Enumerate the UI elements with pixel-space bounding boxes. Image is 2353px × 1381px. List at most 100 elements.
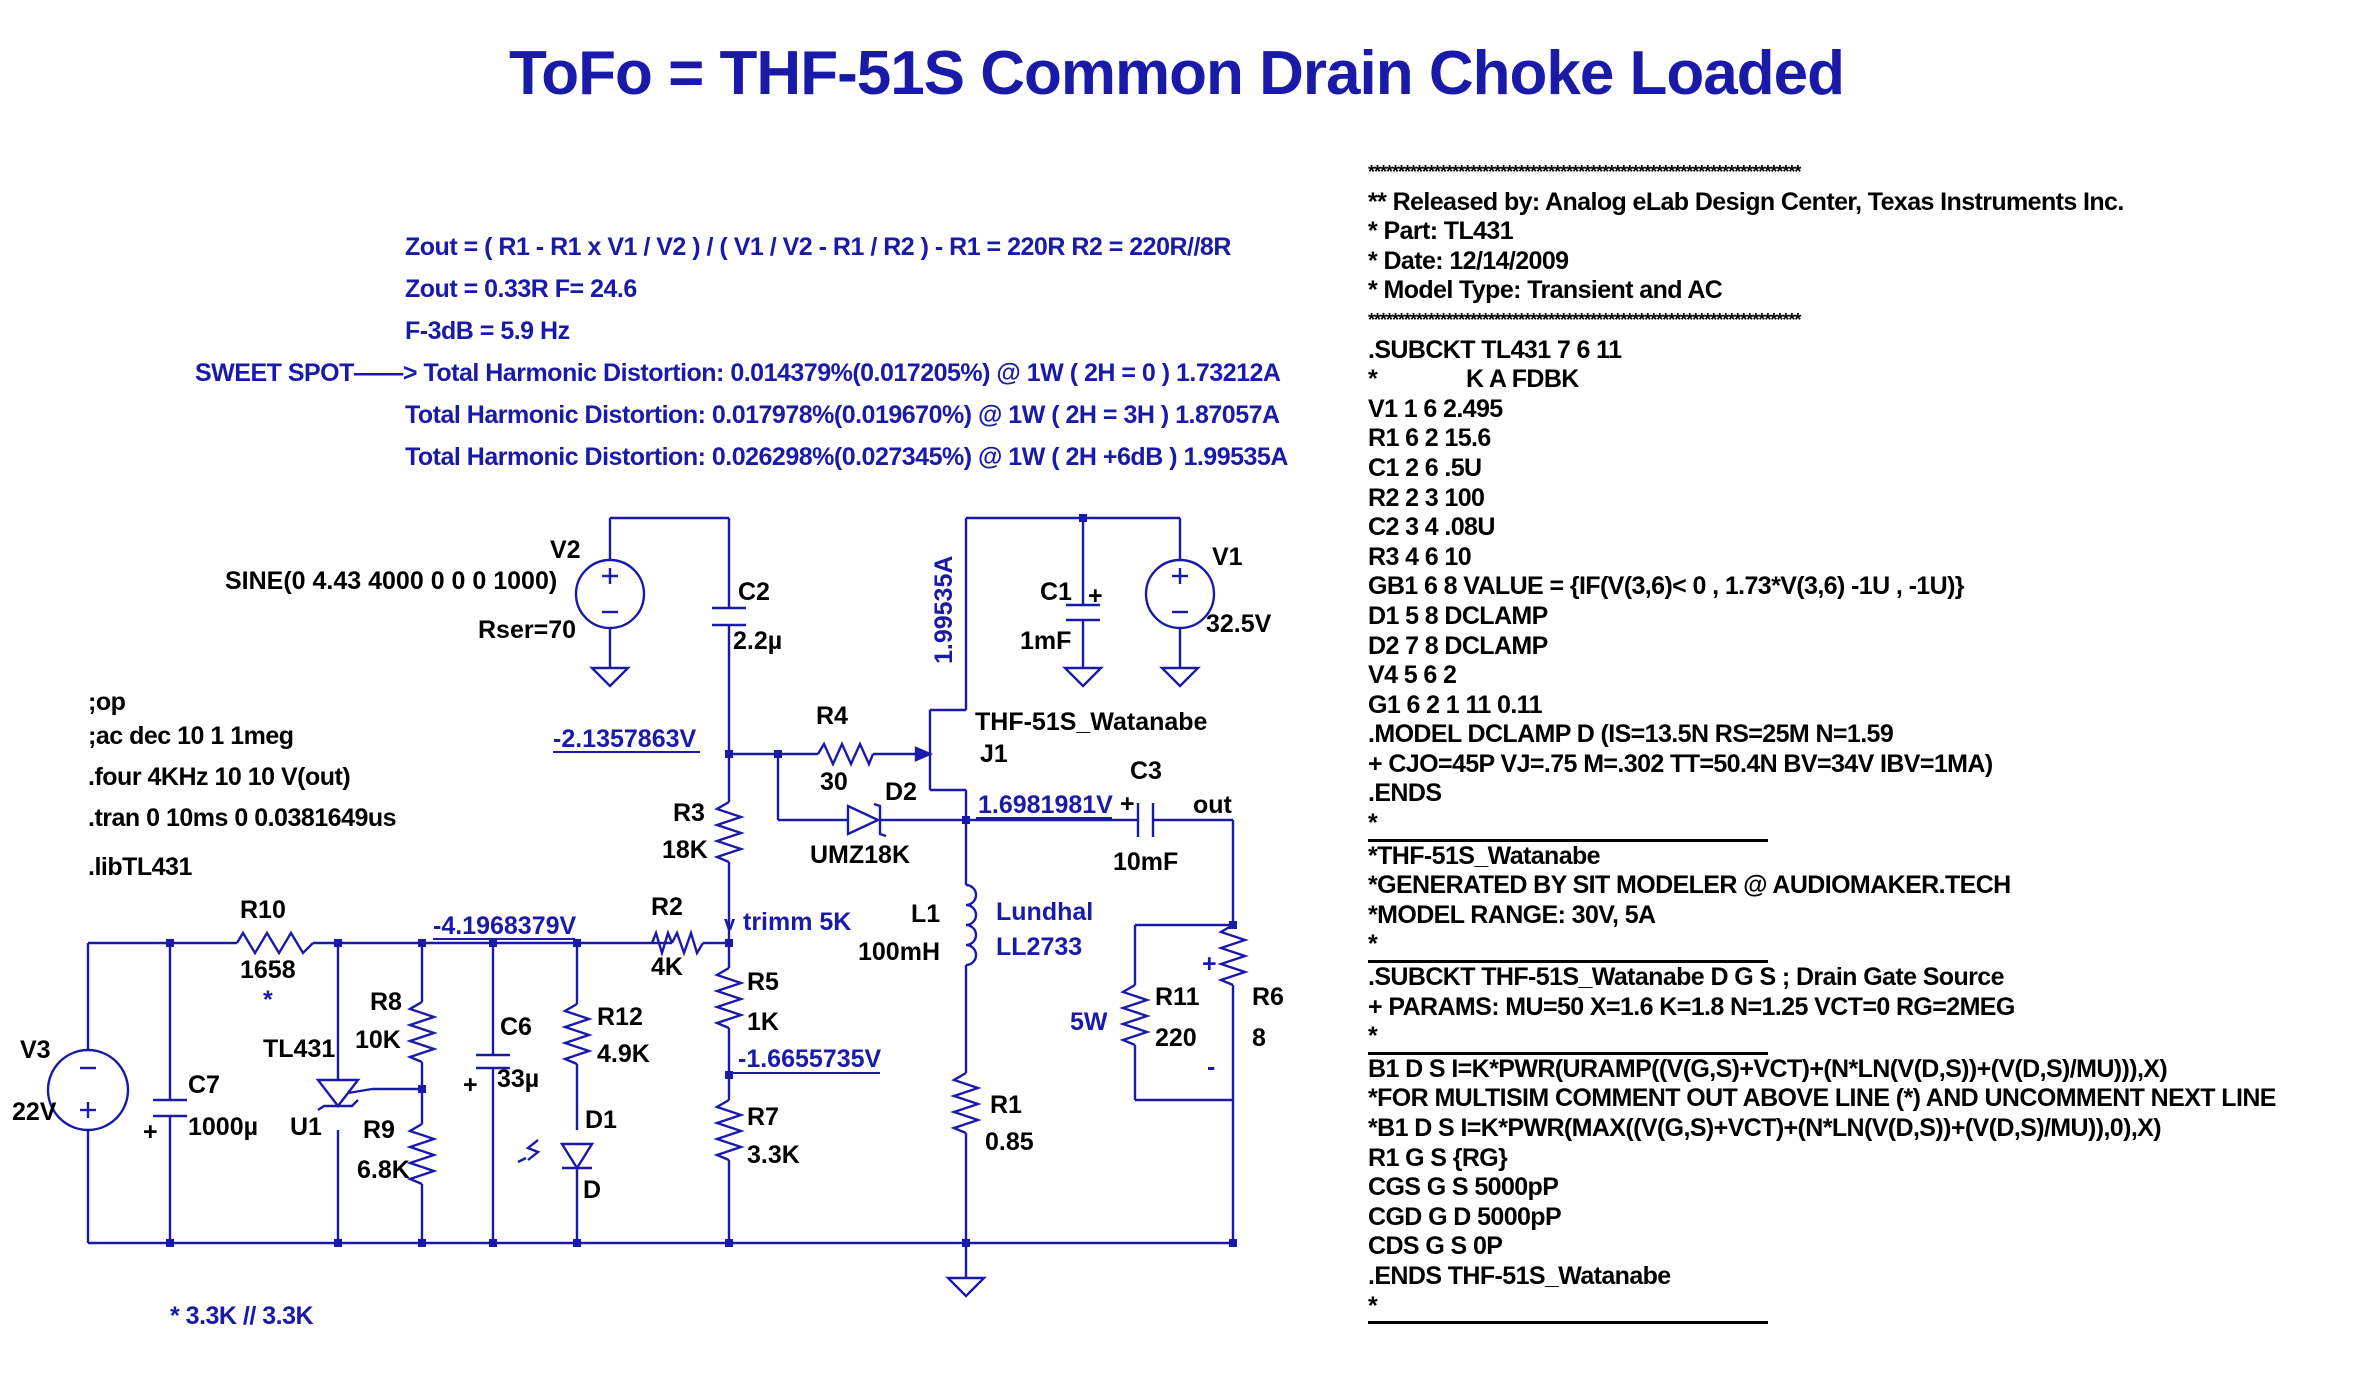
- c6-name: C6: [500, 1013, 532, 1041]
- resistor-r12: [561, 1002, 593, 1066]
- r6-name: R6: [1252, 983, 1284, 1011]
- node-source-voltage: 1.6981981V: [978, 791, 1113, 819]
- l1-model: LL2733: [996, 933, 1082, 961]
- netlist-line: ** Released by: Analog eLab Design Cente…: [1368, 187, 2124, 216]
- resistor-r7: [713, 1098, 745, 1162]
- netlist-line: .MODEL DCLAMP D (IS=13.5N RS=25M N=1.59: [1368, 720, 1894, 749]
- ground-icon: [945, 1276, 987, 1298]
- resistor-r6: [1217, 923, 1249, 987]
- c3-name: C3: [1130, 757, 1162, 785]
- v1-name: V1: [1212, 543, 1243, 571]
- netlist-line: B1 D S I=K*PWR(URAMP((V(G,S)+VCT)+(N*LN(…: [1368, 1054, 2168, 1083]
- netlist-line: + CJO=45P VJ=.75 M=.302 TT=50.4N BV=34V …: [1368, 749, 1993, 778]
- c1-plus: +: [1088, 582, 1103, 610]
- r4-name: R4: [816, 702, 848, 730]
- node-gate-voltage: -2.1357863V: [553, 725, 697, 753]
- netlist-line: GB1 6 8 VALUE = {IF(V(3,6)< 0 , 1.73*V(3…: [1368, 572, 1965, 601]
- inductor-l1: [965, 883, 978, 967]
- v3-name: V3: [20, 1036, 51, 1064]
- netlist-line: V4 5 6 2: [1368, 661, 1457, 690]
- sources: [46, 558, 1216, 1132]
- r12-value: 4.9K: [597, 1040, 650, 1068]
- netlist-line: * Date: 12/14/2009: [1368, 246, 1569, 275]
- thd-line-3: Total Harmonic Distortion: 0.026298%(0.0…: [405, 443, 1288, 471]
- r7-value: 3.3K: [747, 1141, 800, 1169]
- netlist-line: *: [1368, 930, 1768, 964]
- netlist-line: R1 6 2 15.6: [1368, 424, 1491, 453]
- c6-value: 33µ: [497, 1065, 539, 1093]
- netlist-line: *B1 D S I=K*PWR(MAX((V(G,S)+VCT)+(N*LN(V…: [1368, 1114, 2162, 1142]
- junction-dots: [166, 514, 1237, 1247]
- r5-name: R5: [747, 968, 779, 996]
- d1-value: D: [583, 1176, 601, 1204]
- r3-value: 18K: [662, 836, 708, 864]
- resistor-r8: [406, 1000, 438, 1064]
- resistor-r5: [713, 966, 745, 1030]
- netlist-line: .ENDS: [1368, 779, 1442, 808]
- resistor-r4: [816, 741, 875, 768]
- d2-value: UMZ18K: [810, 841, 910, 869]
- spice-netlist: ****************************************…: [1368, 158, 2343, 1325]
- ground-icon: [589, 666, 631, 688]
- ground-icon: [1062, 666, 1104, 688]
- c2-name: C2: [738, 578, 770, 606]
- r8-value: 10K: [355, 1026, 401, 1054]
- blue-labels: -2.1357863V 1.6981981V -4.1968379V -1.66…: [263, 556, 1217, 1081]
- directive-four: .four 4KHz 10 10 V(out): [88, 763, 351, 791]
- j1-model: THF-51S_Watanabe: [975, 708, 1208, 736]
- v3-value: 22V: [12, 1098, 57, 1126]
- netlist-line: CDS G S 0P: [1368, 1232, 1503, 1261]
- resistor-r3: [713, 800, 745, 864]
- source-v2: [574, 558, 646, 630]
- directive-tran: .tran 0 10ms 0 0.0381649us: [88, 804, 397, 832]
- j1-name: J1: [980, 740, 1008, 768]
- netlist-line: R3 4 6 10: [1368, 542, 1472, 571]
- thd-line-2: Total Harmonic Distortion: 0.017978%(0.0…: [405, 401, 1280, 429]
- l1-brand: Lundhal: [996, 898, 1093, 926]
- r2-name: R2: [651, 893, 683, 921]
- ground-icon: [1159, 666, 1201, 688]
- r8-name: R8: [370, 988, 402, 1016]
- footnote: * 3.3K // 3.3K: [170, 1302, 314, 1330]
- r5-value: 1K: [747, 1008, 779, 1036]
- u1-model: TL431: [263, 1035, 335, 1063]
- zout-formula: Zout = ( R1 - R1 x V1 / V2 ) / ( V1 / V2…: [405, 233, 1231, 261]
- v1-value: 32.5V: [1206, 610, 1272, 638]
- r6-minus: -: [1207, 1053, 1215, 1081]
- c7-plus: +: [143, 1118, 158, 1146]
- page-title: ToFo = THF-51S Common Drain Choke Loaded: [509, 39, 1845, 108]
- trimm-arrow: v: [724, 913, 736, 935]
- r7-name: R7: [747, 1103, 779, 1131]
- r11-name: R11: [1155, 983, 1200, 1011]
- zener-d2: [846, 802, 887, 838]
- directive-op: ;op: [88, 688, 126, 716]
- node-r5-voltage: -1.6655735V: [738, 1045, 882, 1073]
- netlist-line: CGD G D 5000pP: [1368, 1202, 1562, 1231]
- resistors: [235, 741, 1249, 1186]
- c1-value: 1mF: [1020, 627, 1071, 655]
- v2-rser: Rser=70: [478, 616, 576, 644]
- r10-star: *: [263, 986, 273, 1014]
- grounds: [589, 666, 1201, 1298]
- resistor-r10: [235, 930, 314, 956]
- r2-value: 4K: [651, 953, 683, 981]
- l1-value: 100mH: [858, 938, 940, 966]
- resistor-r11: [1119, 983, 1151, 1047]
- resistor-r2b: [670, 929, 705, 957]
- netlist-line: .SUBCKT TL431 7 6 11: [1368, 335, 1622, 364]
- netlist-line: .ENDS THF-51S_Watanabe: [1368, 1261, 1671, 1290]
- drain-current: 1.99535A: [930, 556, 958, 664]
- directive-ac: ;ac dec 10 1 1meg: [88, 722, 294, 750]
- led-d1: [517, 1139, 595, 1171]
- netlist-line: *GENERATED BY SIT MODELER @ AUDIOMAKER.T…: [1368, 871, 2011, 900]
- r11-value: 220: [1155, 1024, 1197, 1052]
- c6-plus: +: [463, 1071, 478, 1099]
- r12-name: R12: [597, 1003, 643, 1031]
- netlist-line: .SUBCKT THF-51S_Watanabe D G S ; Drain G…: [1368, 963, 2004, 992]
- zout-value: Zout = 0.33R F= 24.6: [405, 275, 637, 303]
- c3-value: 10mF: [1113, 848, 1178, 876]
- r1-name: R1: [990, 1091, 1022, 1119]
- r9-value: 6.8K: [357, 1156, 410, 1184]
- node-mid-voltage: -4.1968379V: [433, 912, 577, 940]
